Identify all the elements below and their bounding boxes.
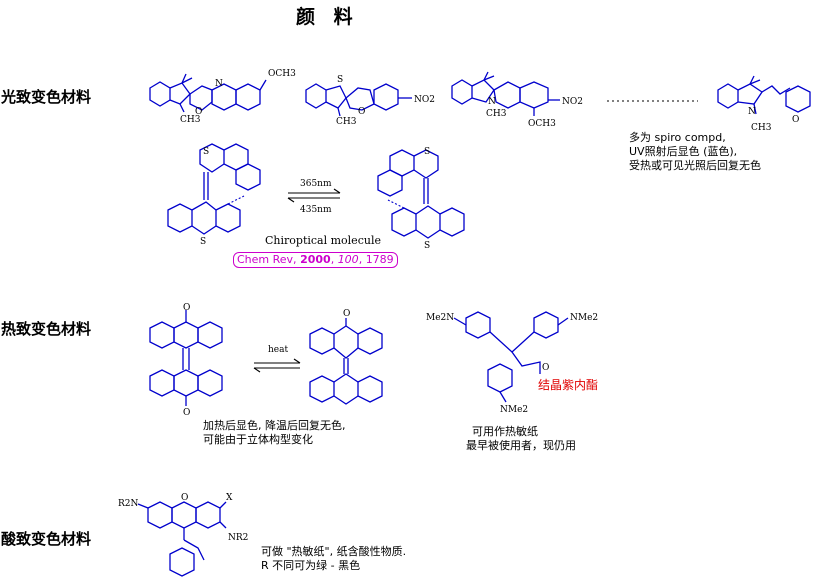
label-s-chiral-l: S <box>203 147 209 157</box>
label-nme2-right: NMe2 <box>570 313 598 323</box>
equilibrium-arrow-light: 365nm 435nm <box>287 179 341 215</box>
thermo-note-right-line-1: 可用作热敏纸 <box>472 425 538 438</box>
label-o1: O <box>195 107 202 117</box>
label-o-lactone: O <box>542 363 549 373</box>
label-r2n: R2N <box>118 499 139 509</box>
citation-journal: Chem Rev, <box>237 253 297 266</box>
spiro-benzothiazoline-nitro: S O NO2 CH3 <box>305 75 435 127</box>
photochromic-note-line-1: 多为 spiro compd, <box>629 131 726 144</box>
dye-name-label: 结晶紫内酯 <box>538 378 599 392</box>
label-o-bianthrone-top: O <box>183 303 190 313</box>
acido-note-line-1: 可做 "热敏纸", 纸含酸性物质. <box>261 545 407 558</box>
thermochromic-note-left: 加热后显色, 降温后回复无色, 可能由于立体构型变化 <box>203 419 346 447</box>
chiroptical-left: S S <box>167 143 261 247</box>
acido-note-line-2: R 不同可为绿 - 黑色 <box>261 559 361 572</box>
label-o3: O <box>792 115 799 125</box>
photochromic-note-line-3: 受热或可见光照后回复无色 <box>629 159 761 172</box>
crystal-violet-lactone: Me2N NMe2 NMe2 O <box>426 311 598 415</box>
thermo-note-left-line-2: 可能由于立体构型变化 <box>203 433 313 446</box>
spiro-indoline-thiopyran: N CH3 NO2 OCH3 <box>451 71 583 129</box>
label-s-chiral-l2: S <box>200 237 206 247</box>
label-o-twisted: O <box>343 309 350 319</box>
label-o-fluoran: O <box>181 493 188 503</box>
label-nr2: NR2 <box>228 533 248 543</box>
label-o-bianthrone-bottom: O <box>183 408 190 418</box>
citation-pages: 1789 <box>365 253 394 266</box>
arrow-365nm: 365nm <box>300 179 332 189</box>
label-n1: N <box>215 79 223 89</box>
bianthrone: O O <box>149 303 223 418</box>
chiroptical-right: S S <box>377 147 465 251</box>
thermochromic-note-right: 可用作热敏纸 最早被使用者，现仍用 <box>466 425 576 453</box>
photochromic-note-line-2: UV照射后显色 (蓝色), <box>629 145 738 158</box>
fluoran-leuco-dye: R2N X NR2 O <box>118 493 248 577</box>
label-no2-a: NO2 <box>414 95 435 105</box>
label-s1: S <box>337 75 343 85</box>
chiroptical-caption: Chiroptical molecule <box>265 234 381 247</box>
label-ch3-2: CH3 <box>336 117 357 127</box>
label-och3-b: OCH3 <box>528 119 556 129</box>
label-ch3-4: CH3 <box>751 123 772 133</box>
label-och3: OCH3 <box>268 69 296 79</box>
bianthrone-twisted: O <box>309 309 383 405</box>
heading-photochromic: 光致变色材料 <box>1 88 92 106</box>
label-s-chiral-r: S <box>424 147 430 157</box>
label-n2: N <box>488 97 496 107</box>
arrow-435nm: 435nm <box>300 205 332 215</box>
label-me2n-left: Me2N <box>426 313 454 323</box>
label-x: X <box>226 493 233 503</box>
merocyanine-open-form: N CH3 O <box>717 75 811 133</box>
arrow-heat-label: heat <box>268 345 288 355</box>
photochromic-note: 多为 spiro compd, UV照射后显色 (蓝色), 受热或可见光照后回复… <box>629 131 761 173</box>
label-ch3-1: CH3 <box>180 115 201 125</box>
heading-acidochromic: 酸致变色材料 <box>1 530 92 548</box>
spiro-naphthoxazine: OCH3 N O CH3 <box>149 69 296 125</box>
citation-volume: 100 <box>337 253 359 266</box>
citation-badge: Chem Rev, 2000, 100, 1789 <box>233 252 398 268</box>
equilibrium-arrow-heat: heat <box>253 345 301 373</box>
thermo-note-left-line-1: 加热后显色, 降温后回复无色, <box>203 419 346 432</box>
label-nme2-bottom: NMe2 <box>500 405 528 415</box>
label-no2-b: NO2 <box>562 97 583 107</box>
citation-year: 2000 <box>300 253 331 266</box>
acidochromic-note: 可做 "热敏纸", 纸含酸性物质. R 不同可为绿 - 黑色 <box>261 545 406 573</box>
page-title: 颜 料 <box>296 6 359 28</box>
label-o2: O <box>358 107 365 117</box>
label-s-chiral-r2: S <box>424 241 430 251</box>
label-ch3-3: CH3 <box>486 109 507 119</box>
heading-thermochromic: 热致变色材料 <box>1 320 92 338</box>
label-n3: N <box>748 107 756 117</box>
thermo-note-right-line-2: 最早被使用者，现仍用 <box>466 439 576 452</box>
